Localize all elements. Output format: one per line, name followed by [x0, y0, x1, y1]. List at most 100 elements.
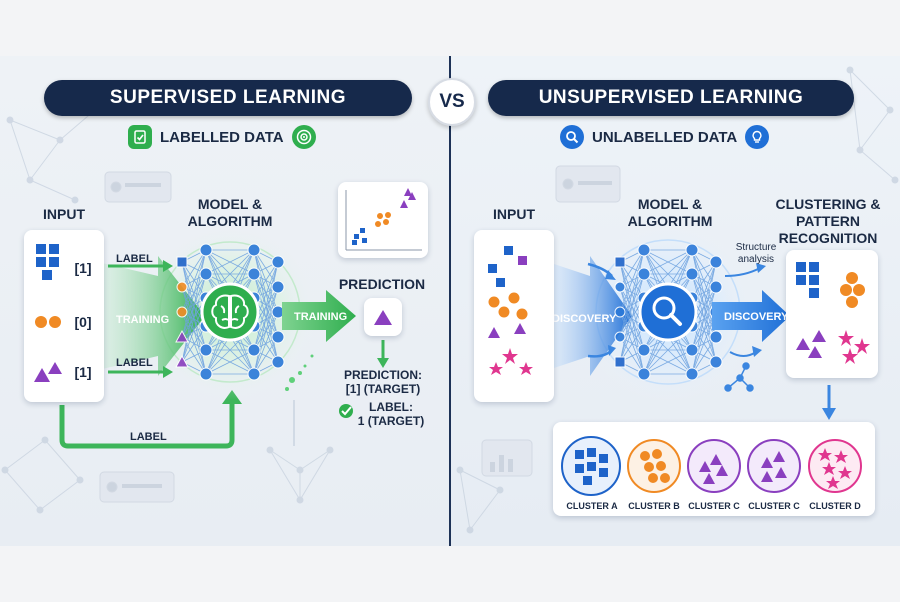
supervised-title: SUPERVISED LEARNING: [109, 87, 347, 108]
network-node: [271, 330, 285, 344]
feedback-label: LABEL: [130, 431, 167, 443]
cluster-c2-label: CLUSTER C: [748, 501, 800, 511]
network-node: [247, 367, 261, 381]
unsupervised-input-label: INPUT: [493, 206, 535, 222]
unlabelled-data-text: UNLABELLED DATA: [592, 128, 738, 146]
clipboard-check-icon: [128, 125, 152, 149]
network-node: [614, 331, 626, 343]
network-edge: [253, 261, 279, 375]
training-out-text: TRAINING: [294, 311, 347, 323]
cluster-d-label: CLUSTER D: [809, 501, 861, 511]
labelled-data-text: LABELLED DATA: [160, 128, 284, 146]
unlabelled-input-shapes: [488, 246, 533, 375]
network-node: [271, 280, 285, 294]
network-edge: [619, 249, 645, 313]
network-node: [247, 267, 261, 281]
network-edge: [691, 261, 717, 351]
top-margin: [0, 0, 900, 56]
network-edge: [619, 249, 645, 288]
vs-badge: VS: [428, 78, 476, 126]
sparkle-particles: [285, 354, 314, 391]
unsupervised-model-label: MODEL & ALGORITHM: [627, 196, 713, 229]
bottom-margin: [0, 546, 900, 602]
network-node: [247, 343, 261, 357]
training-arrow-out: [282, 290, 356, 342]
lower-arrowhead: [752, 346, 762, 357]
unsupervised-title: UNSUPERVISED LEARNING: [538, 87, 804, 108]
discovery-out-text: DISCOVERY: [724, 311, 789, 323]
cluster-c-circle: [687, 439, 741, 493]
clustered-shapes: [796, 262, 870, 364]
network-edge: [181, 249, 207, 288]
structure-analysis-label: Structure analysis: [735, 242, 777, 265]
network-edge: [205, 349, 255, 375]
supervised-input-card: [1] [0] [1]: [24, 230, 104, 402]
network-node: [709, 355, 723, 369]
input-row-2-label: [0]: [74, 314, 92, 330]
training-in-text: TRAINING: [116, 314, 169, 326]
network-edge: [619, 249, 645, 363]
network-node: [199, 267, 213, 281]
network-edge: [253, 286, 279, 375]
target-icon: [291, 125, 316, 149]
network-node: [709, 330, 723, 344]
network-edge: [181, 249, 207, 338]
unsupervised-input-card: [474, 230, 554, 402]
network-node: [247, 243, 261, 257]
network-node: [637, 343, 651, 357]
network-edge: [253, 261, 279, 351]
network-node: [199, 343, 213, 357]
network-edge: [691, 261, 717, 299]
label-tag-bottom: LABEL: [116, 357, 153, 369]
network-edge: [691, 261, 717, 375]
prediction-down-arrowhead: [377, 358, 389, 368]
background-mockups: [99, 165, 621, 503]
supervised-input-label: INPUT: [43, 206, 85, 222]
network-edge: [253, 261, 279, 299]
network-edge: [643, 349, 693, 375]
background-network-left: [1, 106, 334, 514]
network-node: [176, 306, 188, 318]
brain-icon-glyph: [211, 294, 249, 329]
network-edge: [691, 286, 717, 375]
network-node: [175, 354, 189, 368]
feedback-loop-arrow: [59, 402, 235, 449]
check-glyph: [341, 406, 352, 416]
network-edge: [253, 311, 279, 375]
clusters-down-arrowhead: [822, 408, 836, 420]
network-node: [614, 356, 626, 368]
structure-arrowhead: [756, 263, 766, 273]
discovery-small-arrowhead-top: [605, 270, 616, 280]
network-edge: [181, 249, 207, 363]
unlabelled-data-header: UNLABELLED DATA: [560, 124, 770, 150]
cluster-a-label: CLUSTER A: [566, 501, 618, 511]
prediction-title: PREDICTION: [338, 276, 426, 292]
discovery-in-text: DISCOVERY: [552, 313, 617, 325]
network-edge: [643, 249, 693, 275]
network-node: [709, 280, 723, 294]
network-edge: [181, 249, 207, 313]
magnifier-glyph-handle: [669, 313, 682, 326]
clustering-result-card: [786, 250, 878, 378]
network-node: [637, 267, 651, 281]
cluster-b-label: CLUSTER B: [628, 501, 680, 511]
check-icon: [339, 404, 353, 418]
network-node: [614, 281, 626, 293]
background-network-right: [456, 66, 899, 534]
network-node: [199, 367, 213, 381]
supervised-input-shapes: [34, 244, 62, 382]
vs-text: VS: [439, 91, 465, 112]
network-node: [199, 243, 213, 257]
cluster-c-label: CLUSTER C: [688, 501, 740, 511]
scatter-preview: [345, 188, 422, 251]
network-edge: [691, 336, 717, 375]
network-edge: [619, 249, 645, 338]
labelled-data-header: LABELLED DATA: [128, 124, 316, 150]
clustering-label: CLUSTERING & PATTERN RECOGNITION: [775, 196, 881, 246]
unsupervised-title-banner: UNSUPERVISED LEARNING: [488, 80, 854, 116]
clusters-graphic: [561, 436, 862, 496]
network-node: [685, 367, 699, 381]
network-edge: [619, 325, 645, 363]
